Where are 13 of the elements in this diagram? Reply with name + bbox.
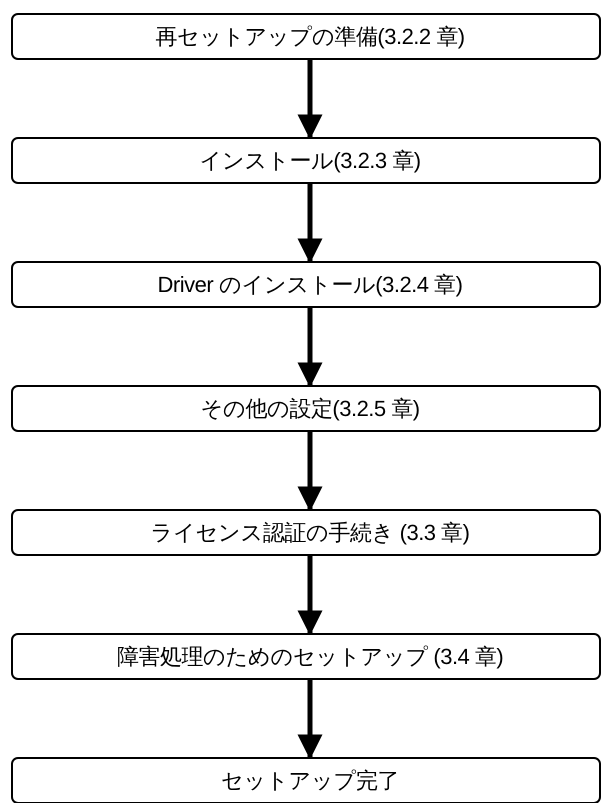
process-box: 障害処理のためのセットアップ (3.4 章) bbox=[11, 633, 601, 680]
arrow bbox=[298, 556, 322, 636]
process-box: セットアップ完了 bbox=[11, 757, 601, 803]
arrow bbox=[298, 680, 322, 760]
arrow bbox=[298, 432, 322, 512]
process-box: Driver のインストール(3.2.4 章) bbox=[11, 261, 601, 308]
process-box: ライセンス認証の手続き (3.3 章) bbox=[11, 509, 601, 556]
arrow bbox=[298, 60, 322, 140]
process-box: インストール(3.2.3 章) bbox=[11, 137, 601, 184]
process-box: その他の設定(3.2.5 章) bbox=[11, 385, 601, 432]
arrow bbox=[298, 184, 322, 264]
process-box: 再セットアップの準備(3.2.2 章) bbox=[11, 13, 601, 60]
arrow bbox=[298, 308, 322, 388]
